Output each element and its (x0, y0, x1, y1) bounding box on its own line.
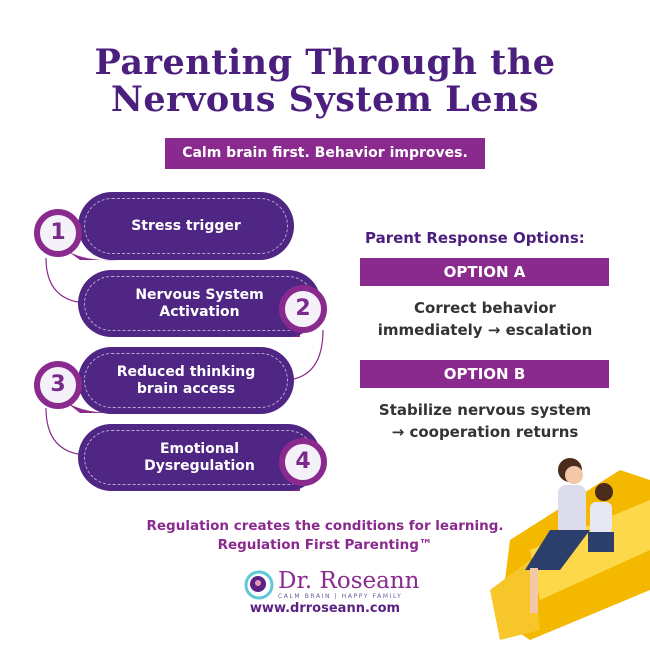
option-line: immediately → escalation (377, 321, 593, 339)
step-label: brain access (136, 380, 236, 397)
website-link[interactable]: www.drroseann.com (249, 601, 401, 616)
step-label: Dysregulation (144, 457, 255, 474)
step-2-number: 2 (279, 285, 327, 333)
title-line: Nervous System Lens (110, 79, 540, 120)
step-label: Stress trigger (131, 217, 241, 234)
option-line: Correct behavior (414, 299, 556, 317)
brand-tagline: CALM BRAIN | HAPPY FAMILY (278, 593, 403, 600)
brain-head-icon (244, 570, 274, 599)
step-1-pill: Stress trigger (78, 192, 294, 260)
step-label: Nervous System (135, 286, 264, 303)
subtitle-banner: Calm brain first. Behavior improves. (165, 138, 485, 169)
option-line: → cooperation returns (391, 423, 579, 441)
footer-line: Regulation creates the conditions for le… (146, 518, 504, 534)
option-a-banner: OPTION A (360, 258, 609, 286)
option-b-banner: OPTION B (360, 360, 609, 388)
option-a-text: Correct behavior immediately → escalation (350, 297, 620, 341)
step-label: Reduced thinking (116, 363, 256, 380)
footer-text: Regulation creates the conditions for le… (100, 517, 550, 555)
step-label: Activation (159, 303, 240, 320)
step-4-number: 4 (279, 438, 327, 486)
options-heading: Parent Response Options: (365, 229, 585, 247)
parent-child-illustration (490, 458, 650, 640)
option-line: Stabilize nervous system (378, 401, 592, 419)
option-b-text: Stabilize nervous system → cooperation re… (350, 399, 620, 443)
step-1-number: 1 (34, 209, 82, 257)
brand-name: Dr. Roseann (278, 568, 420, 594)
footer-line: Regulation First Parenting™ (217, 537, 433, 553)
step-3-number: 3 (34, 361, 82, 409)
title-line: Parenting Through the (94, 42, 556, 83)
step-label: Emotional (159, 440, 240, 457)
